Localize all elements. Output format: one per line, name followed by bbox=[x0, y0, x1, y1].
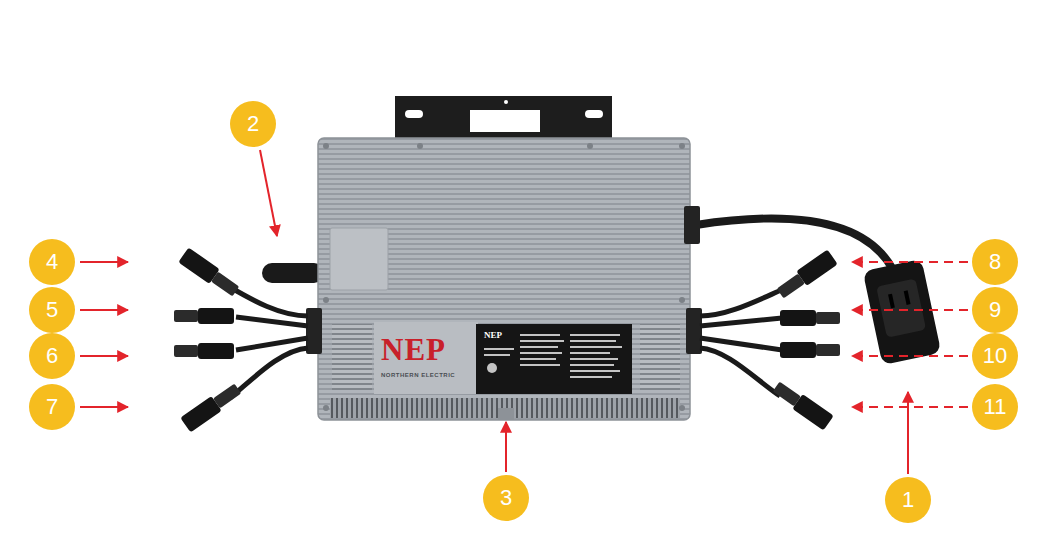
callout-number: 9 bbox=[972, 287, 1018, 333]
callout-text: 11 bbox=[984, 396, 1007, 418]
callout-text: 1 bbox=[902, 489, 914, 511]
callout-number: 10 bbox=[972, 333, 1018, 379]
callout-number: 4 bbox=[29, 239, 75, 285]
brand-logo: NEP bbox=[381, 334, 446, 365]
callout-text: 8 bbox=[989, 251, 1001, 273]
callout-text: 2 bbox=[247, 113, 259, 135]
callout-number: 11 bbox=[972, 384, 1018, 430]
callout-text: 3 bbox=[500, 487, 512, 509]
callout-number: 3 bbox=[483, 475, 529, 521]
cable-gland bbox=[686, 308, 702, 354]
callout-number: 6 bbox=[29, 333, 75, 379]
brand-name: NORTHERN ELECTRIC bbox=[381, 372, 455, 378]
callout-text: 6 bbox=[46, 345, 58, 367]
ac-plug bbox=[863, 259, 942, 365]
callout-text: 10 bbox=[983, 345, 1007, 367]
callout-text: 5 bbox=[46, 299, 58, 321]
antenna bbox=[262, 263, 324, 283]
callout-number: 1 bbox=[885, 477, 931, 523]
leader-arrows bbox=[80, 150, 968, 474]
dc-connectors bbox=[174, 247, 840, 432]
cable-gland bbox=[306, 308, 322, 354]
callout-number: 8 bbox=[972, 239, 1018, 285]
cable-gland bbox=[684, 206, 700, 244]
nameplate-logo: NEP bbox=[484, 331, 502, 340]
inverter-housing bbox=[318, 138, 690, 420]
callout-text: 7 bbox=[46, 396, 58, 418]
callout-text: 9 bbox=[989, 299, 1001, 321]
callout-number: 2 bbox=[230, 101, 276, 147]
callout-number: 5 bbox=[29, 287, 75, 333]
callout-text: 4 bbox=[46, 251, 58, 273]
callout-number: 7 bbox=[29, 384, 75, 430]
dc-cables bbox=[228, 286, 786, 398]
mounting-bracket bbox=[395, 96, 612, 142]
ac-cable bbox=[696, 219, 892, 268]
